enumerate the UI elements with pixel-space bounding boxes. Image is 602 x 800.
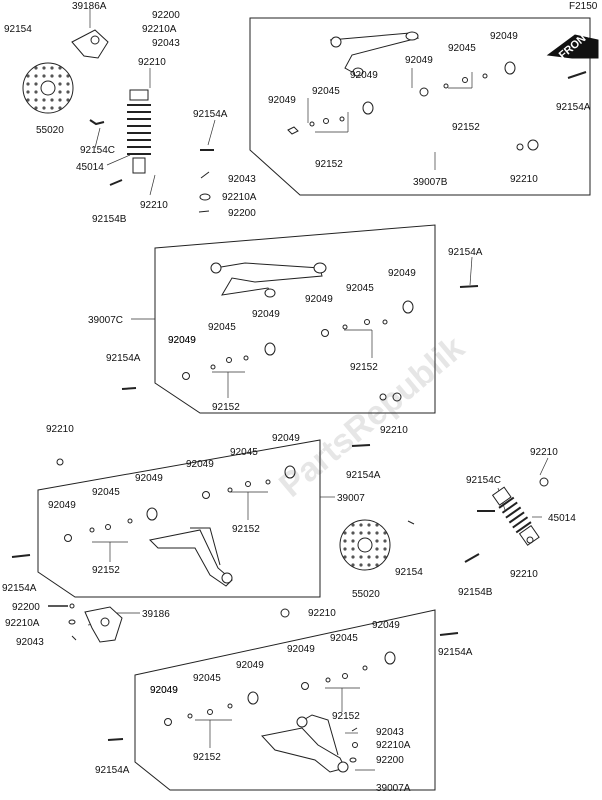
part-label: 55020	[352, 589, 380, 600]
part-label: 92043	[228, 174, 256, 185]
part-label: 92154	[395, 567, 423, 578]
part-label: F2150	[569, 1, 598, 12]
part-label: 92045	[208, 322, 236, 333]
brake-disc-55020-right	[339, 519, 391, 571]
part-label: 92049	[268, 95, 296, 106]
part-label: 92049	[305, 294, 333, 305]
part-label: 92049	[388, 268, 416, 279]
part-label: 39186A	[72, 1, 107, 12]
parts-39007b	[287, 31, 587, 151]
part-label: 92210	[530, 447, 558, 458]
part-label: 92210A	[142, 24, 177, 35]
part-label: 92154A	[448, 247, 483, 258]
part-label: 92154C	[466, 475, 501, 486]
part-label: 92154A	[106, 353, 141, 364]
part-label: 92154A	[95, 765, 130, 776]
parts-39007c	[121, 262, 479, 402]
part-label: 92043	[16, 637, 44, 648]
part-label: 92154A	[346, 470, 381, 481]
part-label: 92049	[150, 685, 178, 696]
part-label: 92049	[236, 660, 264, 671]
part-label: 92045	[448, 43, 476, 54]
part-label: 92152	[232, 524, 260, 535]
part-label: 92154C	[80, 145, 115, 156]
part-label: 92049	[150, 685, 178, 696]
part-label: 92152	[332, 711, 360, 722]
part-label: 92152	[350, 362, 378, 373]
part-label: 92210	[380, 425, 408, 436]
frame-39007c	[154, 224, 436, 414]
part-label: 92154A	[2, 583, 37, 594]
parts-39007	[11, 444, 371, 587]
part-label: 39007A	[376, 783, 411, 794]
frame-39007b	[249, 17, 591, 196]
part-label: 92049	[272, 433, 300, 444]
parts-top-left	[22, 29, 214, 213]
part-label: 92152	[315, 159, 343, 170]
part-label: 39186	[142, 609, 170, 620]
part-label: 92210A	[5, 618, 40, 629]
part-label: 92049	[405, 55, 433, 66]
part-label: 92154A	[438, 647, 473, 658]
part-label: 92152	[452, 122, 480, 133]
part-label: 92045	[92, 487, 120, 498]
part-label: 39007C	[88, 315, 123, 326]
frame-39007a	[134, 609, 436, 791]
part-label: 92049	[168, 335, 196, 346]
part-label: 92154B	[92, 214, 127, 225]
part-label: 92200	[152, 10, 180, 21]
part-label: 92049	[168, 335, 196, 346]
frame-39007	[37, 439, 321, 598]
part-label: 92154A	[193, 109, 228, 120]
part-label: 92210	[46, 424, 74, 435]
part-label: 92049	[490, 31, 518, 42]
part-label: 92049	[135, 473, 163, 484]
part-label: 92049	[350, 70, 378, 81]
part-label: 55020	[36, 125, 64, 136]
part-label: 92210A	[376, 740, 411, 751]
knuckle-39186	[84, 606, 123, 643]
parts-right-rear	[339, 477, 549, 571]
part-label: 92152	[92, 565, 120, 576]
part-label: 92154	[4, 24, 32, 35]
part-label: 92045	[346, 283, 374, 294]
part-label: 92210	[510, 174, 538, 185]
part-label: 39007B	[413, 177, 448, 188]
part-label: 92043	[376, 727, 404, 738]
part-label: 92045	[312, 86, 340, 97]
part-label: 92049	[372, 620, 400, 631]
part-label: 92049	[48, 500, 76, 511]
part-label: 92154B	[458, 587, 493, 598]
part-label: 92210	[510, 569, 538, 580]
part-label: 92200	[228, 208, 256, 219]
part-label: 92045	[193, 673, 221, 684]
part-label: 92045	[230, 447, 258, 458]
part-label: 92200	[376, 755, 404, 766]
part-label: 92210	[308, 608, 336, 619]
part-label: 45014	[76, 162, 104, 173]
part-label: 92200	[12, 602, 40, 613]
shock-absorber-45014	[127, 89, 151, 174]
part-label: 92049	[252, 309, 280, 320]
part-label: 92210	[140, 200, 168, 211]
leader-lines	[87, 8, 549, 771]
part-label: 92043	[152, 38, 180, 49]
part-label: 45014	[548, 513, 576, 524]
part-label: 92049	[287, 644, 315, 655]
part-label: 92049	[186, 459, 214, 470]
brake-disc-55020	[22, 62, 74, 114]
part-label: 92210A	[222, 192, 257, 203]
knuckle-39186a	[71, 29, 109, 59]
part-label: 92045	[330, 633, 358, 644]
shock-absorber-45014-right	[491, 486, 540, 546]
part-label: 92152	[212, 402, 240, 413]
frame-outlines	[37, 17, 591, 791]
part-label: 92152	[193, 752, 221, 763]
part-label: 92154A	[556, 102, 591, 113]
part-label: 39007	[337, 493, 365, 504]
part-label: 92210	[138, 57, 166, 68]
parts-bottom	[48, 603, 459, 773]
